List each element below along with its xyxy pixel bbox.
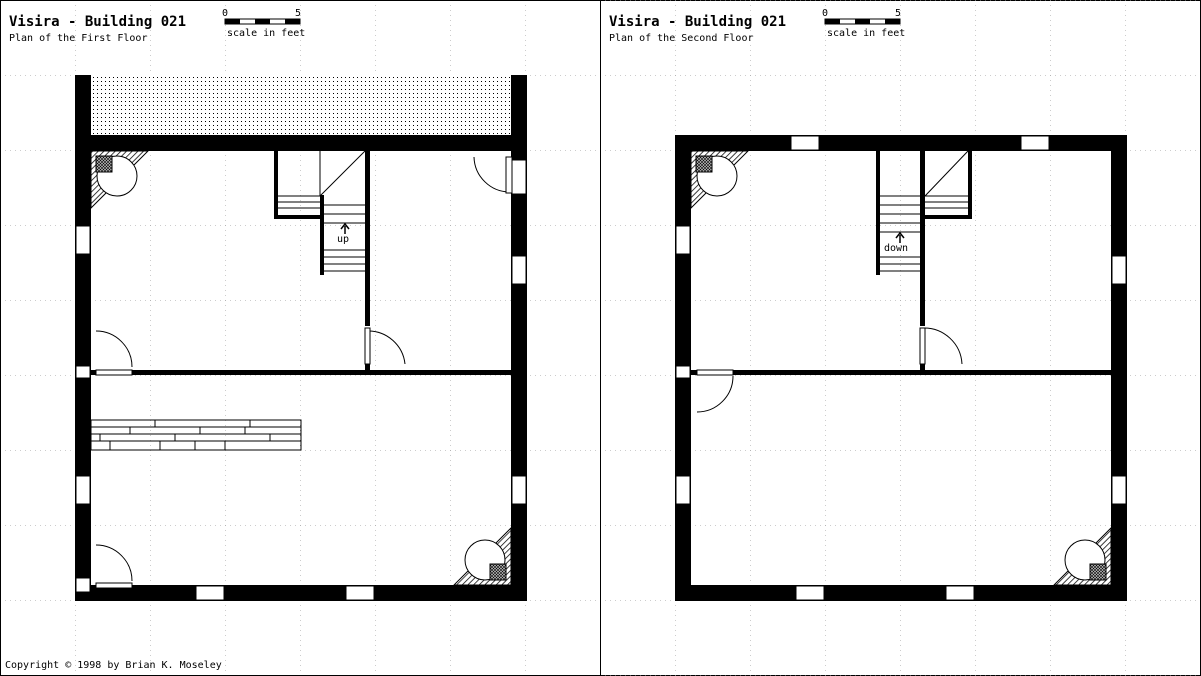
scale-caption: scale in feet — [227, 28, 305, 39]
first-floor-doors — [95, 156, 513, 589]
second-floor-doors — [696, 327, 963, 413]
first-floor-panel: Visira - Building 021 Plan of the First … — [0, 0, 600, 676]
second-floor-subtitle: Plan of the Second Floor — [609, 33, 754, 44]
second-floor-windows — [675, 135, 1127, 601]
first-floor-subtitle: Plan of the First Floor — [9, 33, 147, 44]
stair-down-arrow-icon — [895, 231, 905, 243]
stair-down-label: down — [884, 243, 908, 254]
copyright-text: Copyright © 1998 by Brian K. Moseley — [5, 660, 222, 671]
scale-zero-label: 0 — [822, 8, 828, 19]
second-floor-stairs: down — [876, 150, 972, 275]
first-floor-fireplace-se — [452, 526, 512, 586]
scale-five-label: 5 — [295, 8, 301, 19]
second-floor-title: Visira - Building 021 — [609, 14, 786, 30]
first-floor-title: Visira - Building 021 — [9, 14, 186, 30]
first-floor-stairs: up — [274, 150, 366, 275]
first-floor-interior-walls — [91, 151, 511, 375]
second-floor-fireplace-nw — [690, 150, 750, 210]
porch-area — [91, 75, 511, 135]
stair-up-label: up — [337, 234, 349, 245]
stair-up-arrow-icon — [340, 222, 350, 234]
scale-caption: scale in feet — [827, 28, 905, 39]
second-floor-interior-walls — [691, 151, 1111, 375]
second-floor-panel: Visira - Building 021 Plan of the Second… — [601, 0, 1200, 676]
scale-five-label: 5 — [895, 8, 901, 19]
first-floor-scale-bar: 0 5 scale in feet — [222, 8, 305, 39]
first-floor-walls — [75, 75, 527, 601]
second-floor-scale-bar: 0 5 scale in feet — [822, 8, 905, 39]
first-floor-fireplace-nw — [90, 150, 150, 210]
second-floor-fireplace-se — [1052, 526, 1112, 586]
first-floor-table — [90, 419, 302, 451]
first-floor-windows — [75, 159, 527, 601]
scale-zero-label: 0 — [222, 8, 228, 19]
